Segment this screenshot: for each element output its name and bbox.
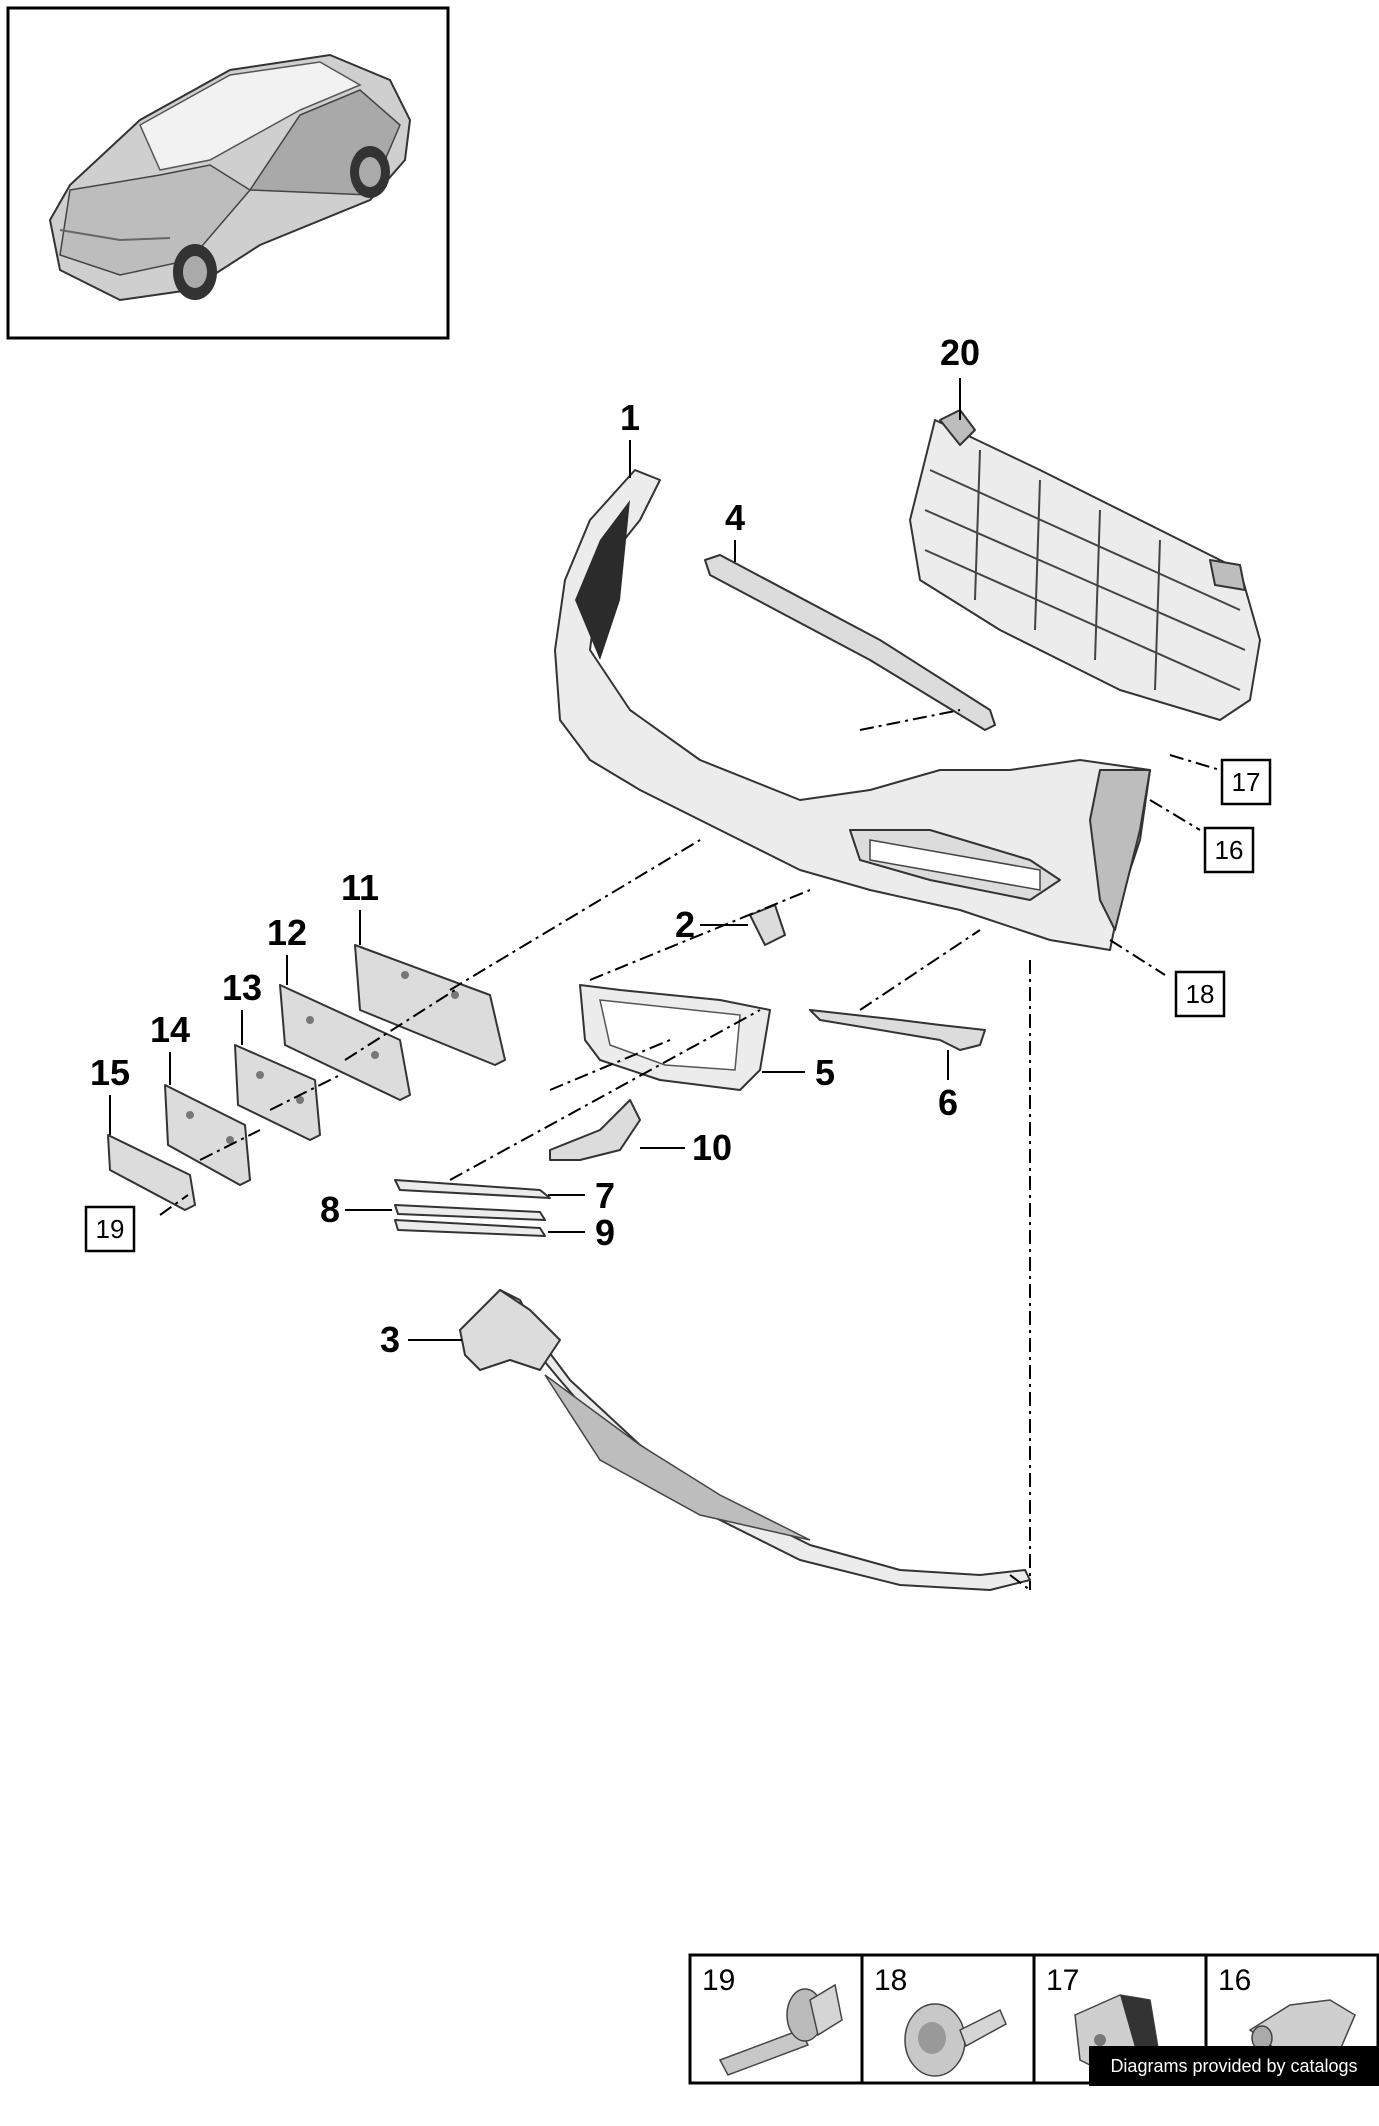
callout-8: 8 — [320, 1189, 340, 1230]
part-bumper-cover — [554, 469, 1151, 951]
part-plate-bracket-15 — [107, 1134, 196, 1211]
callout-7: 7 — [595, 1175, 615, 1216]
callout-5: 5 — [815, 1052, 835, 1093]
callout-6: 6 — [938, 1082, 958, 1123]
callout-10: 10 — [692, 1127, 732, 1168]
legend-label-17: 17 — [1046, 1964, 1079, 1997]
boxed-references: 16 17 18 19 — [84, 758, 1272, 1253]
part-trim-strips — [394, 1179, 551, 1237]
legend-label-16: 16 — [1218, 1964, 1251, 1997]
callout-3: 3 — [380, 1319, 400, 1360]
assembly-lines — [159, 709, 1221, 1591]
callout-4: 4 — [725, 497, 745, 538]
credit-banner: Diagrams provided by catalogs parts — [1089, 2046, 1379, 2116]
boxed-ref-18: 18 — [1186, 979, 1215, 1009]
callout-9: 9 — [595, 1212, 615, 1253]
part-lower-spoiler — [459, 1289, 1031, 1591]
part-plate-bracket-13 — [234, 1044, 321, 1141]
part-grille-carrier — [909, 409, 1261, 721]
legend-label-19: 19 — [702, 1964, 735, 1997]
callout-12: 12 — [267, 912, 307, 953]
part-cap — [749, 904, 786, 946]
boxed-ref-19: 19 — [96, 1214, 125, 1244]
callout-15: 15 — [90, 1052, 130, 1093]
part-trim-frame — [579, 984, 771, 1091]
retaining-clip-icon — [1248, 1999, 1356, 2061]
callout-2: 2 — [675, 904, 695, 945]
callout-14: 14 — [150, 1009, 190, 1050]
callout-20: 20 — [940, 332, 980, 373]
callout-1: 1 — [620, 397, 640, 438]
part-plate-bracket-14 — [164, 1084, 251, 1186]
leader-lines — [109, 378, 961, 1341]
callout-labels: 1 2 3 4 5 6 7 8 9 10 11 12 13 14 15 20 — [90, 332, 980, 1360]
boxed-ref-16: 16 — [1215, 835, 1244, 865]
plastic-screw-icon — [904, 2003, 1007, 2077]
boxed-ref-17: 17 — [1232, 767, 1261, 797]
vehicle-overview — [6, 6, 450, 340]
callout-11: 11 — [341, 867, 379, 908]
callout-13: 13 — [222, 967, 262, 1008]
part-side-trim — [809, 1009, 986, 1051]
legend-label-18: 18 — [874, 1964, 907, 1997]
part-curved-trim — [549, 1099, 641, 1161]
suv-illustration-icon — [48, 53, 412, 302]
part-upper-strip — [704, 554, 996, 731]
push-rivet-icon — [718, 1983, 843, 2076]
part-plate-bracket-12 — [279, 984, 411, 1101]
